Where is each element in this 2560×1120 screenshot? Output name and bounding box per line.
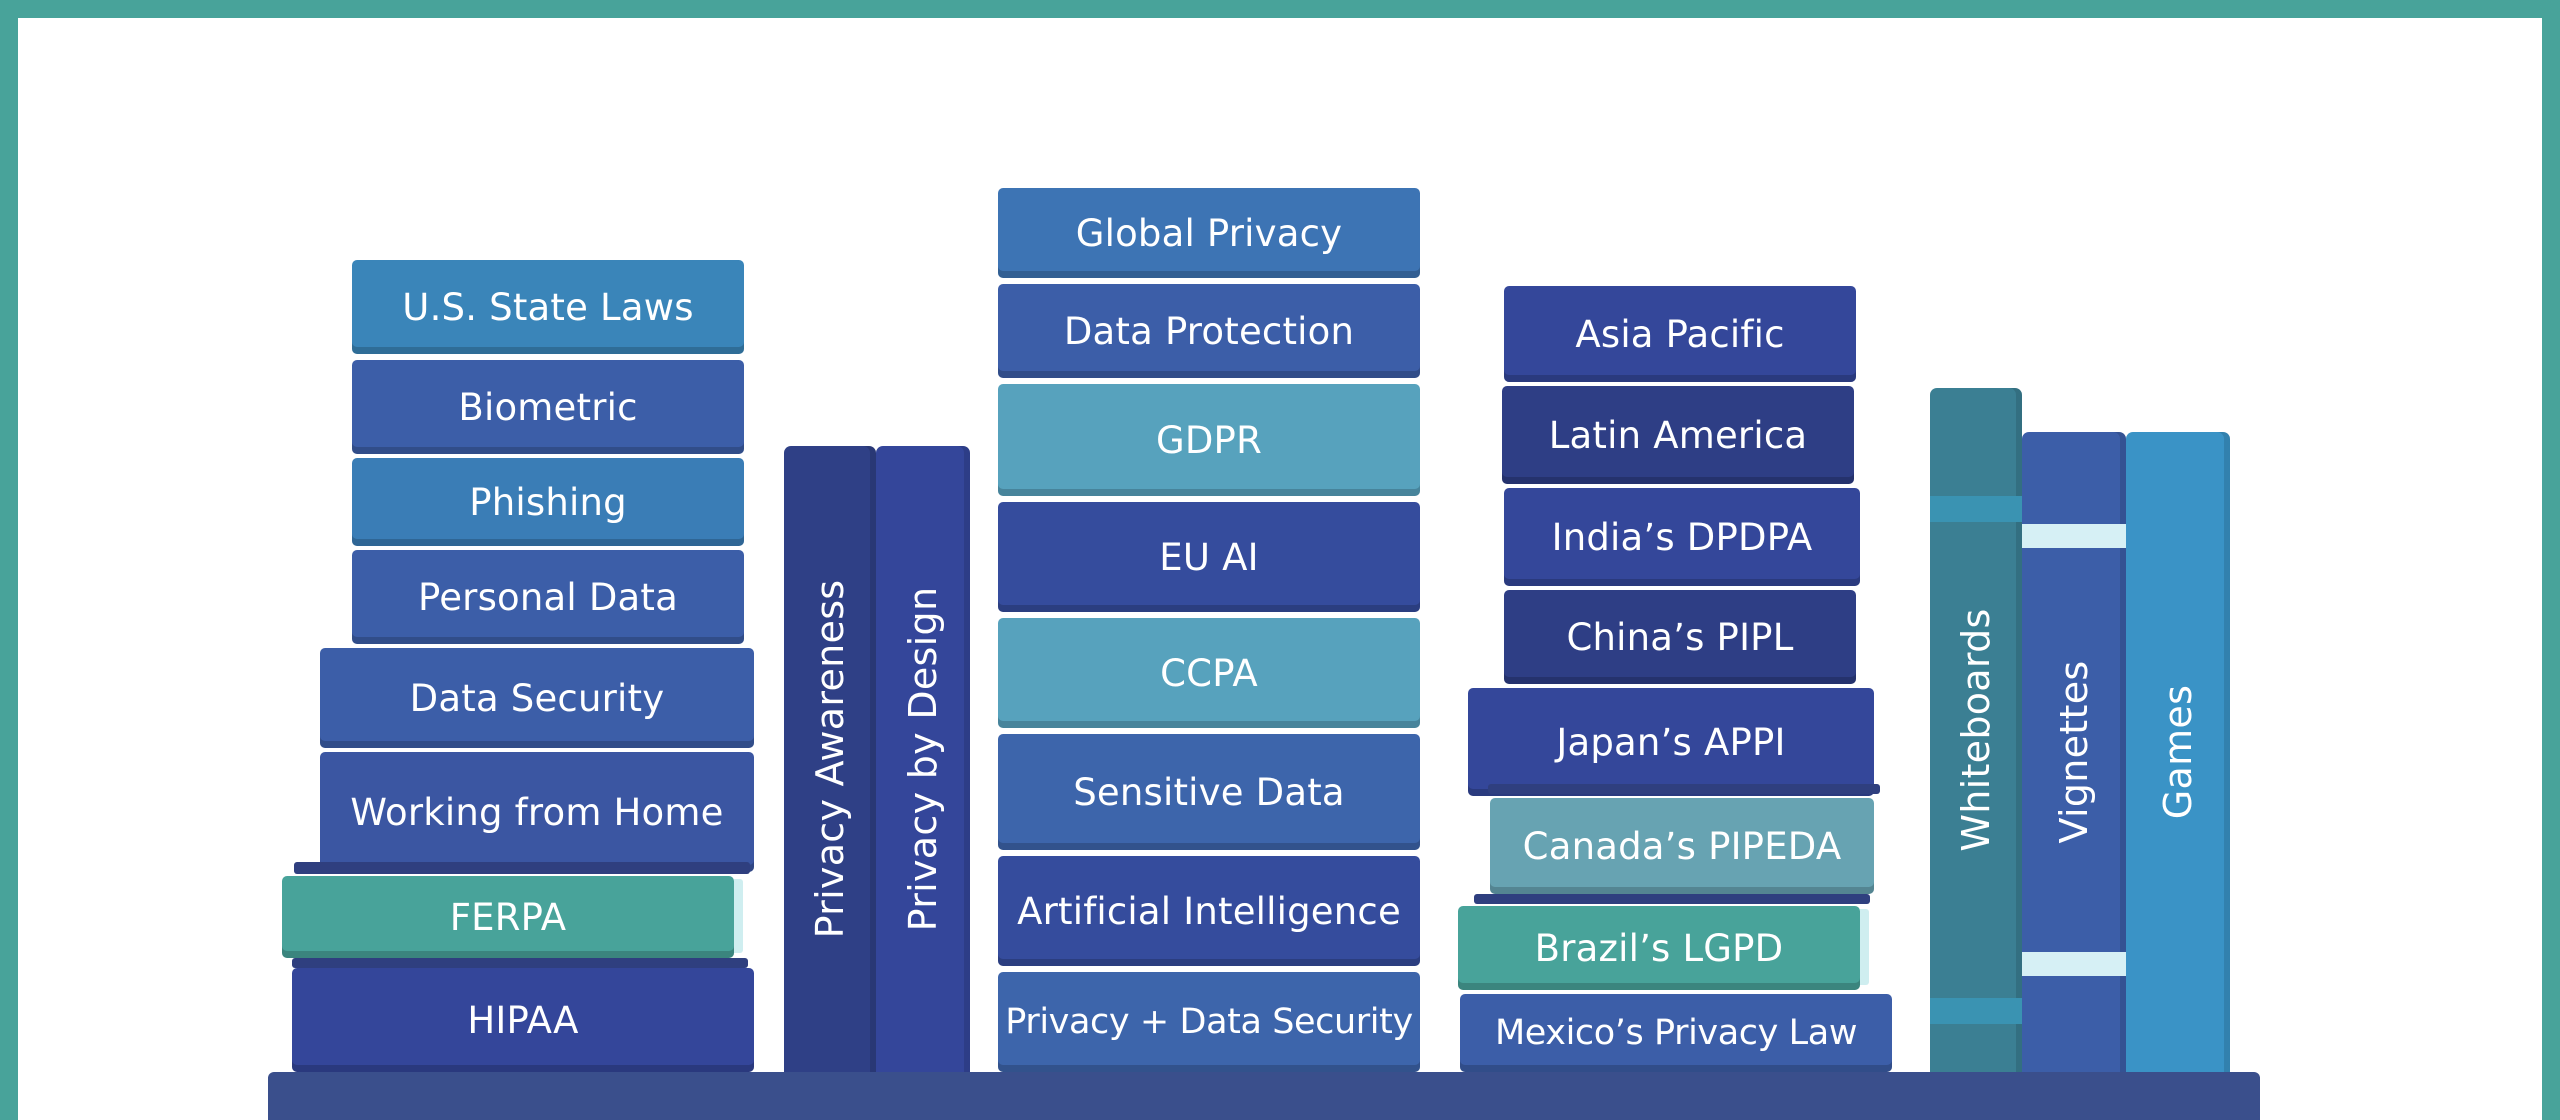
- spine-band: [1930, 998, 2022, 1024]
- book-label: Privacy + Data Security: [1005, 1002, 1413, 1042]
- book-personal-data[interactable]: Personal Data: [352, 550, 744, 644]
- book-label: India’s DPDPA: [1551, 515, 1813, 559]
- book-label: Whiteboards: [1954, 608, 1998, 852]
- bookshelf-canvas: U.S. State Laws Biometric Phishing Perso…: [18, 18, 2542, 1120]
- book-edge: [294, 862, 750, 874]
- book-label: CCPA: [1160, 651, 1258, 695]
- book-label: Privacy Awareness: [808, 579, 852, 939]
- book-working-from-home[interactable]: Working from Home: [320, 752, 754, 872]
- book-japan-appi[interactable]: Japan’s APPI: [1468, 688, 1874, 796]
- book-artificial-intelligence[interactable]: Artificial Intelligence: [998, 856, 1420, 966]
- book-phishing[interactable]: Phishing: [352, 458, 744, 546]
- book-label: Privacy by Design: [901, 586, 945, 932]
- book-label: Personal Data: [418, 575, 678, 619]
- book-label: U.S. State Laws: [402, 285, 694, 329]
- book-vignettes[interactable]: Vignettes: [2022, 432, 2126, 1072]
- book-label: Asia Pacific: [1575, 312, 1785, 356]
- spine-band: [2022, 952, 2126, 976]
- book-games[interactable]: Games: [2126, 432, 2230, 1072]
- book-edge: [1488, 784, 1880, 794]
- book-label: Artificial Intelligence: [1017, 889, 1401, 933]
- book-label: Games: [2156, 684, 2200, 820]
- book-label: Data Protection: [1063, 309, 1355, 353]
- book-label: Phishing: [469, 480, 627, 524]
- book-global-privacy[interactable]: Global Privacy: [998, 188, 1420, 278]
- book-brazil-lgpd[interactable]: Brazil’s LGPD: [1458, 906, 1869, 990]
- book-label: Sensitive Data: [1073, 770, 1345, 814]
- book-edge: [1474, 894, 1870, 904]
- book-sensitive-data[interactable]: Sensitive Data: [998, 734, 1420, 850]
- book-label: Latin America: [1548, 413, 1808, 457]
- book-privacy-by-design[interactable]: Privacy by Design: [876, 446, 970, 1072]
- book-canada-pipeda[interactable]: Canada’s PIPEDA: [1490, 798, 1874, 894]
- book-edge: [292, 958, 748, 968]
- book-biometric[interactable]: Biometric: [352, 360, 744, 454]
- book-gdpr[interactable]: GDPR: [998, 384, 1420, 496]
- book-eu-ai[interactable]: EU AI: [998, 502, 1420, 612]
- book-label: China’s PIPL: [1566, 615, 1794, 659]
- book-label: Vignettes: [2052, 660, 2096, 844]
- book-hipaa[interactable]: HIPAA: [292, 968, 754, 1072]
- shelf: [268, 1072, 2260, 1120]
- book-label: Biometric: [458, 385, 638, 429]
- book-latin-america[interactable]: Latin America: [1502, 386, 1854, 484]
- book-india-dpdpa[interactable]: India’s DPDPA: [1504, 488, 1860, 586]
- spine-band: [1930, 496, 2022, 522]
- book-china-pipl[interactable]: China’s PIPL: [1504, 590, 1856, 684]
- book-label: Mexico’s Privacy Law: [1494, 1013, 1858, 1053]
- book-label: Global Privacy: [1075, 211, 1343, 255]
- book-whiteboards[interactable]: Whiteboards: [1930, 388, 2022, 1072]
- book-mexico-privacy-law[interactable]: Mexico’s Privacy Law: [1460, 994, 1892, 1072]
- book-asia-pacific[interactable]: Asia Pacific: [1504, 286, 1856, 382]
- book-us-state-laws[interactable]: U.S. State Laws: [352, 260, 744, 354]
- book-privacy-data-security[interactable]: Privacy + Data Security: [998, 972, 1420, 1072]
- book-ccpa[interactable]: CCPA: [998, 618, 1420, 728]
- book-privacy-awareness[interactable]: Privacy Awareness: [784, 446, 876, 1072]
- book-label: Japan’s APPI: [1556, 720, 1786, 764]
- book-label: EU AI: [1159, 535, 1259, 579]
- book-label: Brazil’s LGPD: [1534, 926, 1784, 970]
- book-label: GDPR: [1156, 418, 1262, 462]
- book-label: HIPAA: [467, 998, 579, 1042]
- book-data-protection[interactable]: Data Protection: [998, 284, 1420, 378]
- spine-band: [2022, 524, 2126, 548]
- book-label: Canada’s PIPEDA: [1522, 824, 1842, 868]
- book-data-security[interactable]: Data Security: [320, 648, 754, 748]
- book-label: Data Security: [409, 676, 665, 720]
- book-label: FERPA: [449, 895, 567, 939]
- book-label: Working from Home: [350, 790, 724, 834]
- book-ferpa[interactable]: FERPA: [282, 876, 743, 958]
